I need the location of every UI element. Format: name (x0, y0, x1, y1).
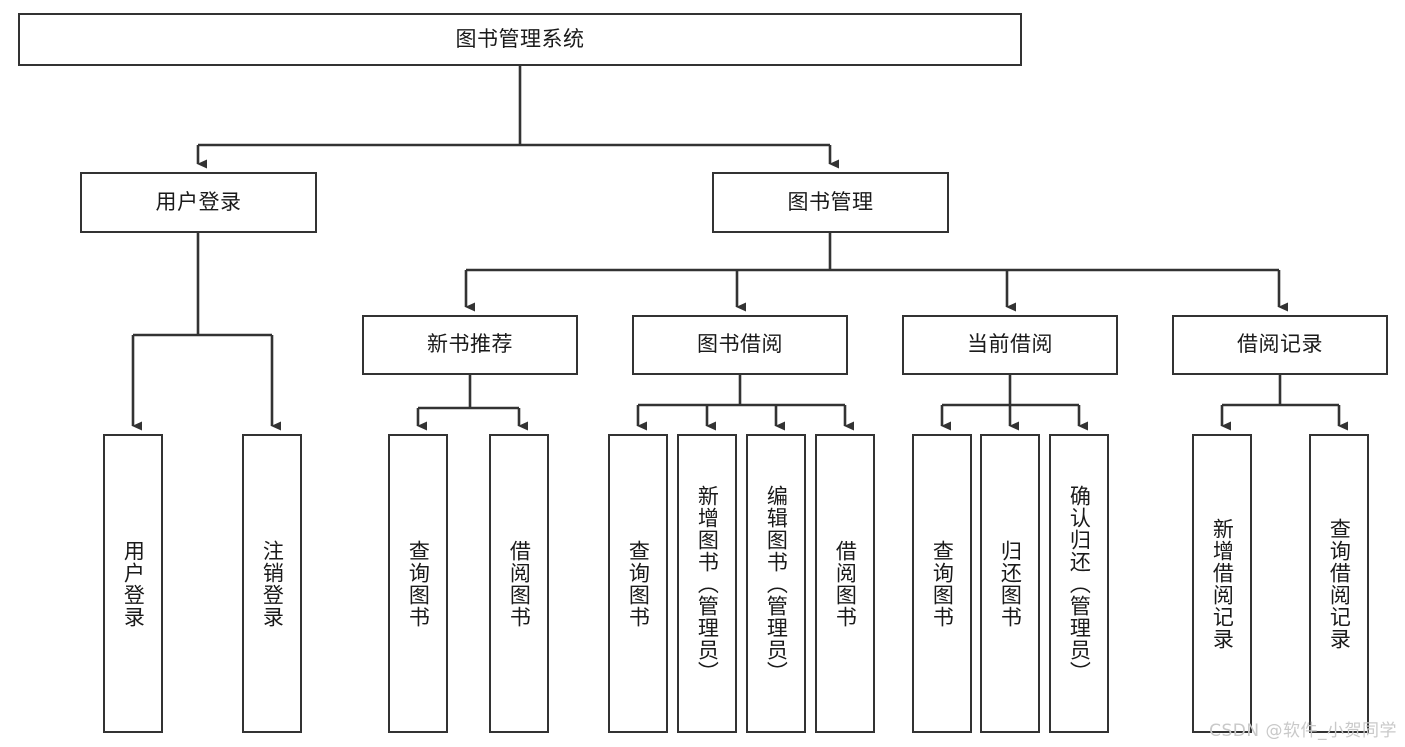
node-label: 用户登录 (121, 539, 146, 628)
leaf-book-borrow-add-book-admin[interactable]: 新增图书（管理员） (677, 434, 737, 733)
node-label: 图书管理 (787, 189, 874, 214)
node-book-borrow[interactable]: 图书借阅 (632, 315, 848, 375)
node-label: 编辑图书（管理员） (764, 484, 789, 683)
leaf-new-book-borrow-book[interactable]: 借阅图书 (489, 434, 549, 733)
node-label: 借阅图书 (507, 539, 532, 628)
node-new-book-recommend[interactable]: 新书推荐 (362, 315, 578, 375)
leaf-user-login-login[interactable]: 用户登录 (103, 434, 163, 733)
node-label: 归还图书 (998, 539, 1023, 628)
csdn-watermark: CSDN @软件_小贺同学 (1209, 721, 1397, 741)
leaf-current-borrow-confirm-return-admin[interactable]: 确认归还（管理员） (1049, 434, 1109, 733)
node-current-borrow[interactable]: 当前借阅 (902, 315, 1118, 375)
leaf-book-borrow-query-book[interactable]: 查询图书 (608, 434, 668, 733)
leaf-user-login-logout[interactable]: 注销登录 (242, 434, 302, 733)
node-borrow-record[interactable]: 借阅记录 (1172, 315, 1388, 375)
node-label: 新书推荐 (427, 332, 513, 357)
node-label: 查询借阅记录 (1327, 517, 1352, 650)
node-label: 用户登录 (155, 189, 242, 214)
node-label: 新增图书（管理员） (695, 484, 720, 683)
node-label: 注销登录 (260, 539, 285, 628)
node-label: 查询图书 (406, 539, 431, 628)
node-label: 查询图书 (626, 539, 651, 628)
leaf-new-book-query-book[interactable]: 查询图书 (388, 434, 448, 733)
node-root-book-management-system[interactable]: 图书管理系统 (18, 13, 1022, 66)
node-label: 确认归还（管理员） (1067, 484, 1092, 683)
node-label: 新增借阅记录 (1210, 517, 1235, 650)
leaf-borrow-record-query-record[interactable]: 查询借阅记录 (1309, 434, 1369, 733)
leaf-book-borrow-borrow-book[interactable]: 借阅图书 (815, 434, 875, 733)
node-label: 查询图书 (930, 539, 955, 628)
leaf-book-borrow-edit-book-admin[interactable]: 编辑图书（管理员） (746, 434, 806, 733)
leaf-borrow-record-add-record[interactable]: 新增借阅记录 (1192, 434, 1252, 733)
node-label: 图书借阅 (697, 332, 783, 357)
node-user-login[interactable]: 用户登录 (80, 172, 317, 233)
node-label: 借阅图书 (833, 539, 858, 628)
node-book-management[interactable]: 图书管理 (712, 172, 949, 233)
leaf-current-borrow-query-book[interactable]: 查询图书 (912, 434, 972, 733)
node-label: 借阅记录 (1237, 332, 1323, 357)
node-label: 图书管理系统 (455, 26, 585, 51)
leaf-current-borrow-return-book[interactable]: 归还图书 (980, 434, 1040, 733)
node-label: 当前借阅 (967, 332, 1053, 357)
